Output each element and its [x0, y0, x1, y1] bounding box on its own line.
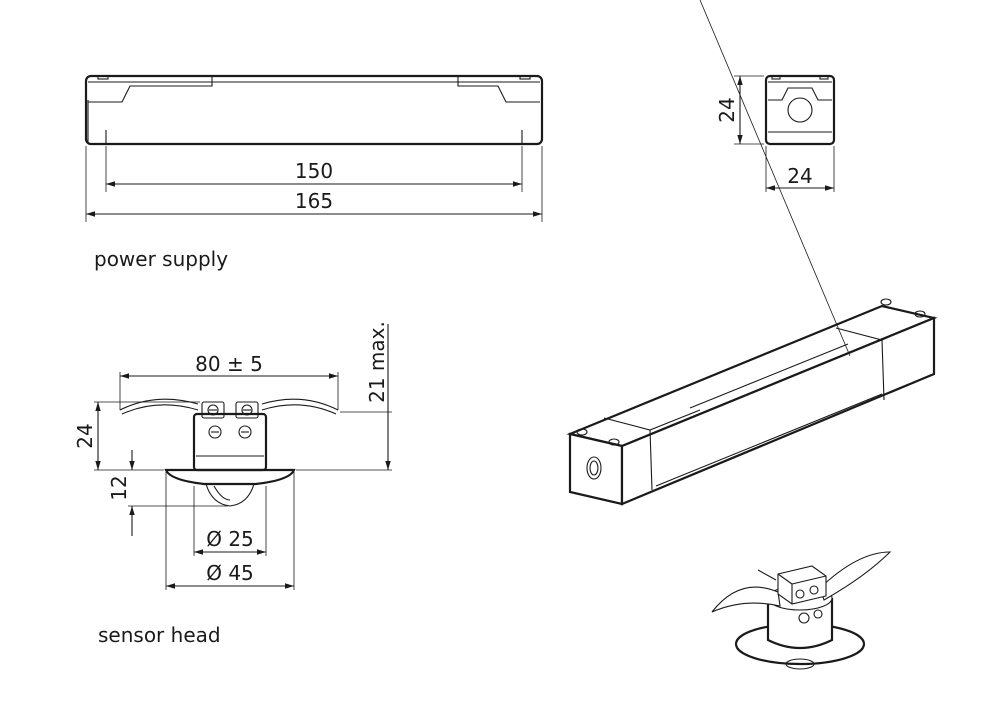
sensor-head-front-view: [119, 398, 339, 507]
sensor-head-caption: sensor head: [98, 623, 221, 647]
sensor-extension-lines: [94, 372, 392, 590]
power-supply-side-view: [84, 74, 544, 146]
dim-label-dia-inner: Ø 25: [206, 527, 254, 551]
dim-label-end-height: 24: [715, 97, 739, 122]
dim-label-clip-span: 80 ± 5: [195, 352, 263, 376]
dim-label-150: 150: [295, 159, 333, 183]
power-supply-isometric-view: [566, 0, 938, 506]
dim-label-dome: 12: [107, 475, 131, 500]
dim-label-dia-outer: Ø 45: [206, 561, 254, 585]
dim-label-165: 165: [295, 189, 333, 213]
dim-label-end-width: 24: [787, 164, 812, 188]
sensor-head-isometric-view: [711, 551, 892, 670]
dim-label-sensor-height: 24: [73, 423, 97, 448]
end-view-extension-lines: [734, 75, 835, 192]
power-supply-end-view: [764, 74, 836, 146]
dim-label-max-height: 21 max.: [365, 321, 389, 403]
power-supply-caption: power supply: [94, 247, 228, 271]
